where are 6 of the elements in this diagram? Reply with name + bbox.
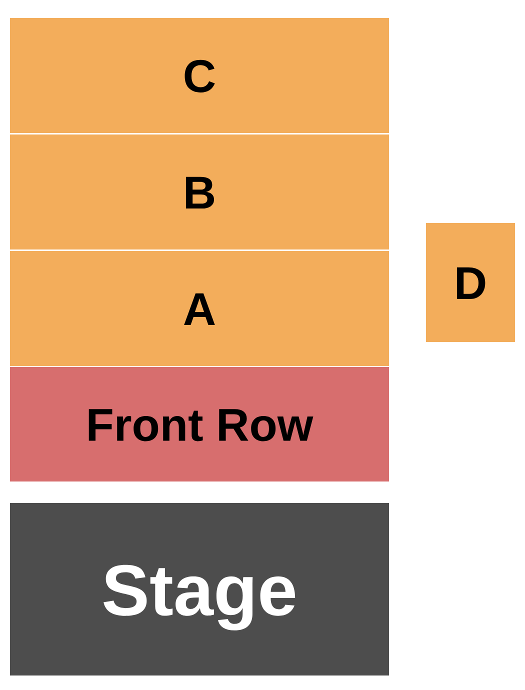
seating-section: C xyxy=(10,18,389,133)
seating-section: A xyxy=(10,251,389,366)
seating-section: B xyxy=(10,134,389,250)
stage: Stage xyxy=(10,503,389,676)
seating-section: D xyxy=(426,223,515,342)
seating-section: Front Row xyxy=(10,367,389,482)
